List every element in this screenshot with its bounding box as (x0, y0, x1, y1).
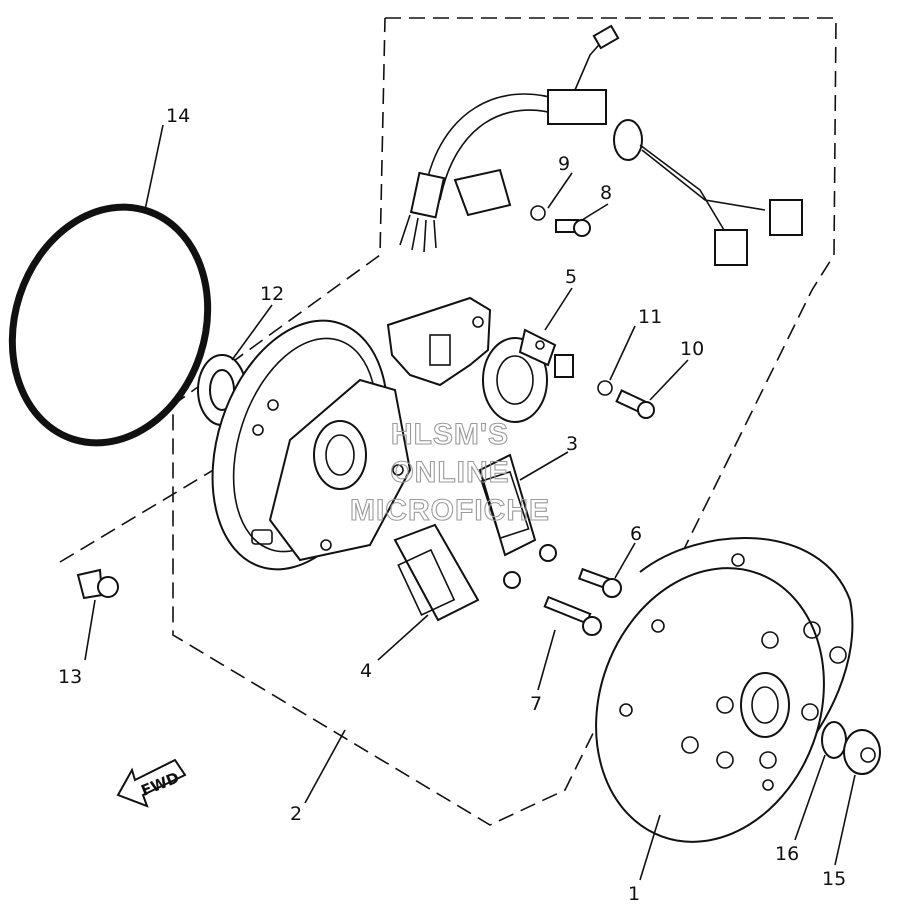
watermark: HLSM'S ONLINE MICROFICHE (349, 417, 550, 527)
callout-4: 4 (360, 660, 372, 682)
callout-11: 11 (638, 306, 662, 328)
nut-15-part (843, 729, 881, 775)
callout-10: 10 (680, 338, 704, 360)
watermark-line-1: HLSM'S (391, 418, 509, 451)
charge-coil-3-part (478, 453, 557, 562)
callout-13: 13 (58, 666, 82, 688)
callout-2: 2 (290, 803, 302, 825)
callout-labels: 14 12 5 9 8 11 10 3 6 7 4 13 2 1 16 15 (58, 105, 846, 905)
clip-part (554, 354, 574, 378)
callout-15: 15 (822, 868, 846, 890)
washer-11-part (597, 380, 613, 396)
callout-7: 7 (530, 693, 542, 715)
callout-14: 14 (166, 105, 190, 127)
watermark-line-2: ONLINE (390, 456, 509, 489)
callout-5: 5 (565, 266, 577, 288)
callout-16: 16 (775, 843, 799, 865)
pickup-coil-part (482, 328, 557, 423)
callout-12: 12 (260, 283, 284, 305)
forward-direction-arrow: FWD (116, 758, 187, 808)
washer-9-part (530, 205, 546, 221)
leader-lines (84, 124, 856, 881)
washer-16-part (821, 721, 847, 759)
callout-3: 3 (566, 433, 578, 455)
callout-6: 6 (630, 523, 642, 545)
o-ring-part (8, 203, 212, 447)
callout-8: 8 (600, 182, 612, 204)
watermark-line-3: MICROFICHE (350, 494, 550, 527)
pickup-bracket (386, 296, 492, 387)
callout-9: 9 (558, 153, 570, 175)
stator-base-plate (211, 319, 412, 571)
flywheel-rotor-part (595, 537, 854, 843)
lighting-coil-4-part (393, 523, 521, 622)
assembly-boundary (59, 17, 837, 826)
screw-7-part (543, 595, 602, 636)
wiring-harness (399, 24, 803, 266)
screw-13-part (76, 568, 119, 600)
screw-8-part (555, 219, 591, 237)
callout-1: 1 (628, 883, 640, 905)
screw-10-part (615, 389, 655, 419)
screw-6-part (577, 567, 622, 598)
